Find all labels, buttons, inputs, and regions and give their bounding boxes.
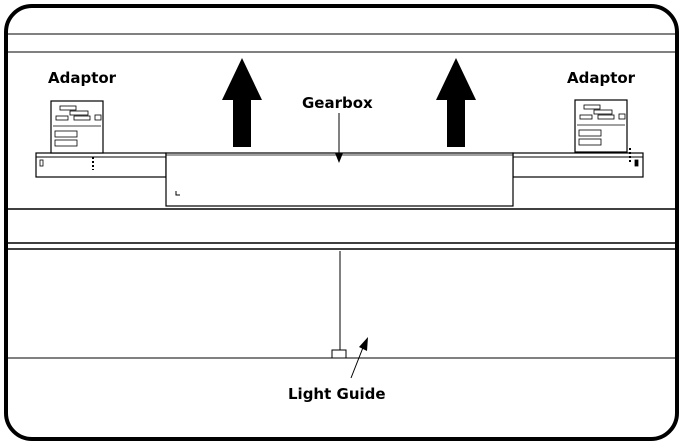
gearbox-box [165, 152, 514, 207]
label-adaptor-right: Adaptor [567, 69, 636, 87]
rail-right [512, 148, 644, 178]
outer-frame [4, 4, 679, 441]
lift-arrow-left-icon [222, 58, 262, 147]
label-gearbox: Gearbox [302, 94, 373, 112]
adaptor-left-device [50, 100, 104, 154]
light-guide-pointer-arrowhead-icon [359, 337, 368, 351]
light-guide-fixture [331, 349, 347, 359]
light-guide-pointer-line [350, 344, 365, 379]
rail-left [35, 152, 167, 178]
label-light-guide: Light Guide [288, 385, 386, 403]
label-adaptor-left: Adaptor [48, 69, 117, 87]
adaptor-right-device [574, 99, 628, 153]
gearbox-pointer-arrowhead-icon [335, 153, 343, 163]
lift-arrow-right-icon [436, 58, 476, 147]
